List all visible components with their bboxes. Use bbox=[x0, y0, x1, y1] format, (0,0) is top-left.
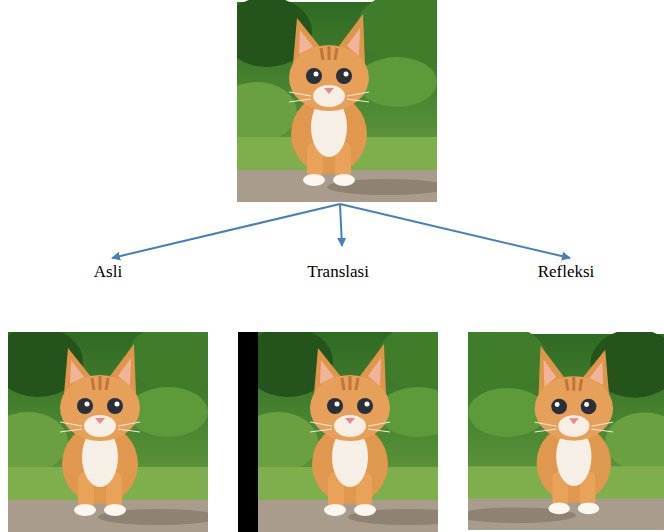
panel-heading: Refleksi bbox=[468, 262, 664, 282]
panel-heading: Asli bbox=[8, 262, 208, 282]
arrow-connector bbox=[112, 204, 340, 258]
black-bar bbox=[238, 332, 258, 532]
result-panel: Translasi bbox=[238, 246, 438, 532]
arrow-connector bbox=[340, 204, 342, 246]
photo-translated bbox=[238, 322, 478, 532]
photo-source bbox=[217, 0, 457, 202]
photo-original bbox=[0, 322, 228, 532]
source-image bbox=[237, 0, 437, 204]
photo-reflected bbox=[448, 324, 664, 530]
panel-heading: Translasi bbox=[238, 262, 438, 282]
photo-shifted bbox=[238, 322, 478, 532]
result-panel: Asli bbox=[8, 258, 208, 532]
photo-mirrored bbox=[448, 324, 664, 530]
result-panel: Refleksi bbox=[468, 258, 664, 532]
arrow-connector bbox=[340, 204, 570, 258]
